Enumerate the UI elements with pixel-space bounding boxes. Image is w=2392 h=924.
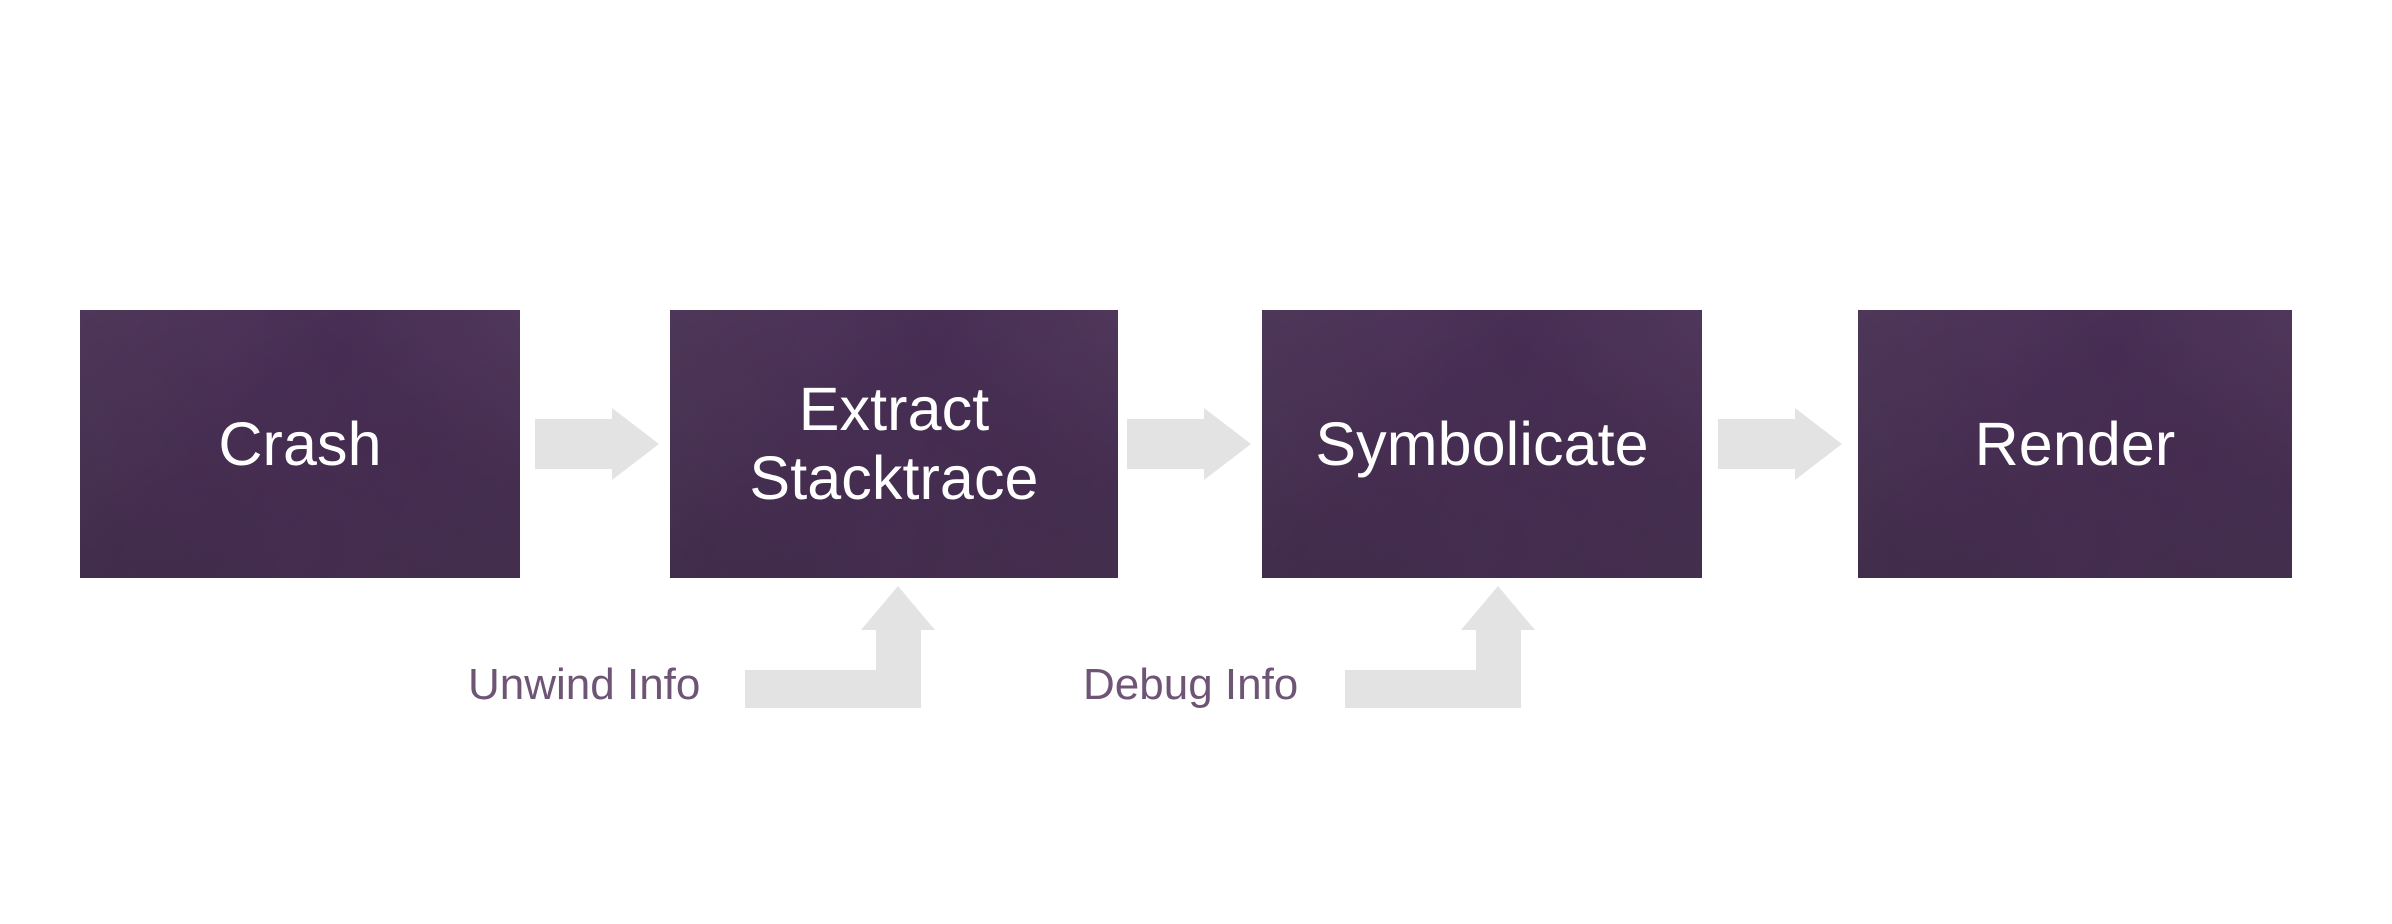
arrow-head [1204,408,1251,480]
process-box-crash[interactable]: Crash [80,310,520,578]
arrow-head-up [1461,586,1535,630]
process-box-extract-stacktrace[interactable]: Extract Stacktrace [670,310,1118,578]
process-box-label: Render [1974,409,2176,478]
arrow-right-icon-extract-to-symbolicate [1127,408,1251,480]
arrow-head [612,408,659,480]
arrow-right-icon-crash-to-extract [535,408,659,480]
input-label-debug-info: Debug Info [1083,660,1299,709]
arrow-shaft [535,419,613,469]
process-box-label: Symbolicate [1315,409,1649,478]
arrow-head [1795,408,1842,480]
arrow-head-up [861,586,935,630]
process-box-label: Crash [218,409,382,478]
process-box-symbolicate[interactable]: Symbolicate [1262,310,1702,578]
arrow-elbow-up-icon-debug-info [1345,586,1545,708]
process-box-render[interactable]: Render [1858,310,2292,578]
process-box-label: Extract Stacktrace [749,375,1039,512]
arrow-elbow-up-icon-unwind-info [745,586,945,708]
input-label-unwind-info: Unwind Info [468,660,701,709]
arrow-right-icon-symbolicate-to-render [1718,408,1842,480]
arrow-vertical-segment [876,624,921,708]
arrow-shaft [1718,419,1796,469]
arrow-vertical-segment [1476,624,1521,708]
arrow-shaft [1127,419,1205,469]
